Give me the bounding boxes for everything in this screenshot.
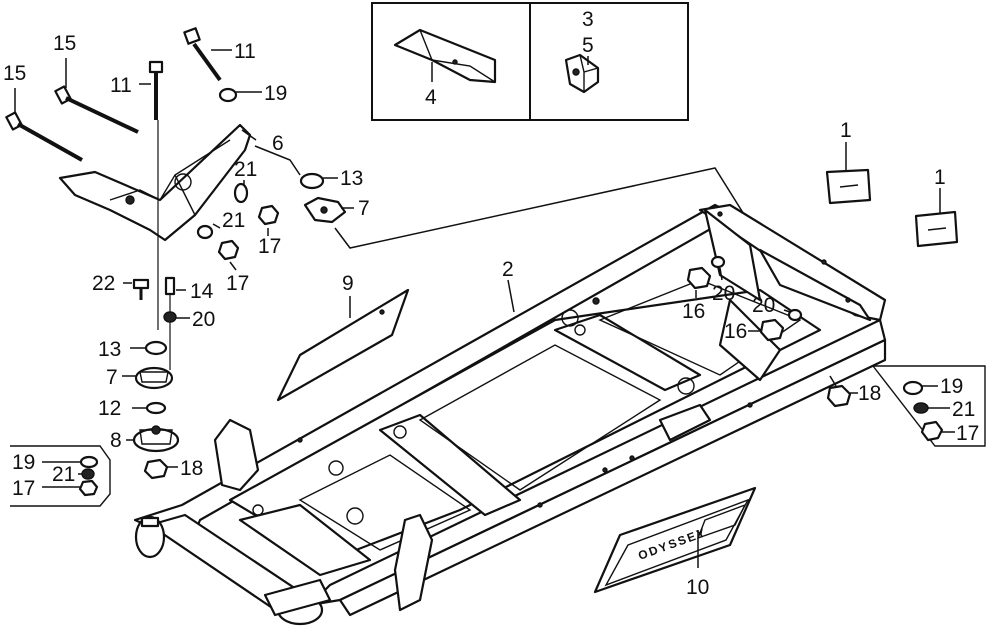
rubber-mount-part-7a [303,196,347,224]
callout-21b: 21 [222,209,245,232]
callout-6: 6 [272,132,284,155]
callout-20b: 20 [712,282,735,305]
callout-4: 4 [425,86,437,109]
rubber-mount-part-8 [132,425,180,453]
small-parts-box-right [871,365,986,447]
nut-part-18a [143,458,169,480]
callout-13b: 13 [98,338,121,361]
bolt-part-11a [148,60,164,120]
frame-holes [252,211,851,525]
spacer-part-21a [233,182,249,204]
callout-9: 9 [342,272,354,295]
callout-17a: 17 [258,235,281,258]
decal-part-9 [276,288,410,402]
small-parts-box-left [10,445,111,507]
bolt-part-11b [183,27,222,82]
callout-15b: 15 [3,62,26,85]
reflector-part-1a [825,168,872,205]
callout-8: 8 [110,429,122,452]
callout-22: 22 [92,272,115,295]
callout-labels: 15 15 11 11 19 6 21 13 7 21 17 17 22 14 … [3,8,979,599]
callout-7b: 7 [106,366,118,389]
callout-1b: 1 [934,166,946,189]
nut-part-16a [686,266,712,290]
inset-box [371,2,689,121]
bolt-part-15b [5,111,83,162]
washer-part-20c [787,308,803,322]
callout-17b: 17 [226,272,249,295]
callout-16a: 16 [682,300,705,323]
callout-15a: 15 [53,32,76,55]
callout-21c: 21 [52,463,75,486]
washer-part-19a [218,87,238,103]
callout-1a: 1 [840,119,852,142]
callout-17d: 17 [956,422,979,445]
callout-19c: 19 [940,375,963,398]
frame-part-2 [133,203,887,626]
nut-part-18b [826,384,852,408]
clip-part-3-5 [564,53,600,94]
callout-21d: 21 [952,398,975,421]
bracket-part-4 [393,28,497,84]
callout-11a: 11 [110,74,132,97]
callout-3: 3 [582,8,594,31]
reflector-part-1b [914,210,959,248]
callout-18a: 18 [180,457,203,480]
callout-12: 12 [98,397,121,420]
rubber-mount-part-7b [134,366,174,390]
callout-13a: 13 [340,167,363,190]
callout-16b: 16 [724,320,747,343]
callout-20a: 20 [192,308,215,331]
leader-7-frame [334,167,756,249]
callout-17c: 17 [12,477,35,500]
washer-part-20a [163,311,177,323]
callout-5: 5 [582,34,594,57]
bolt-part-15a [54,85,139,134]
washer-part-20b [710,255,726,269]
callout-21a: 21 [234,158,257,181]
callout-7a: 7 [358,197,370,220]
nut-part-17b [217,239,240,261]
callout-2: 2 [502,258,514,281]
nut-part-17a [257,204,280,226]
callout-19a: 19 [264,82,287,105]
callout-19b: 19 [12,451,35,474]
bolt-part-22 [132,278,150,300]
nut-part-16b [759,318,785,342]
callout-18b: 18 [858,382,881,405]
callout-10: 10 [686,576,709,599]
emblem-part-10: ODYSSEY [593,486,757,594]
washer-part-13a [299,172,325,190]
bolt-part-14 [164,276,176,296]
callout-14: 14 [190,280,214,303]
engine-mount-part-6 [58,123,252,242]
callout-20c: 20 [752,294,775,317]
washer-part-21b [196,224,214,240]
callout-11b: 11 [234,40,256,63]
washer-part-13b [144,340,168,356]
washer-part-12 [145,401,167,415]
